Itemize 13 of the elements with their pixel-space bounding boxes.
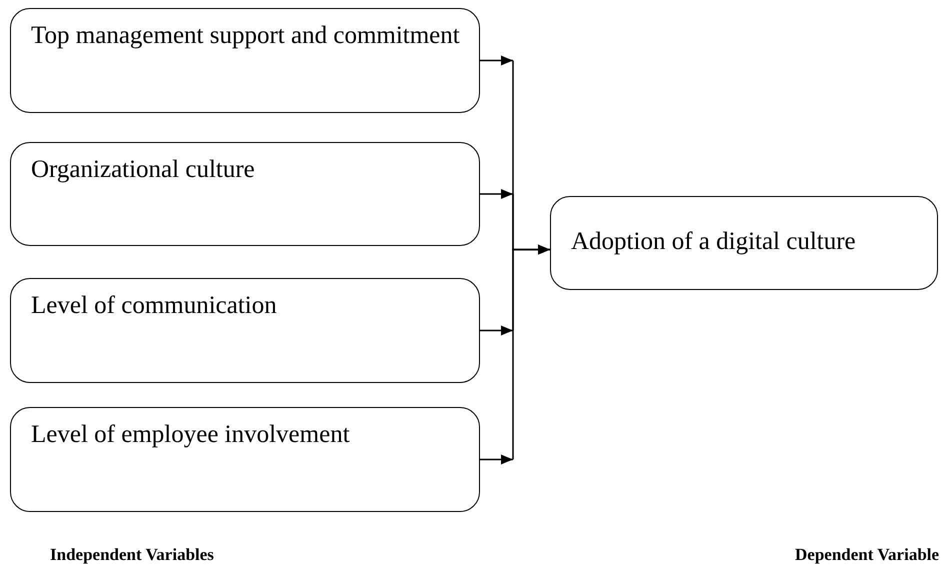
box-text: Organizational culture (31, 155, 256, 185)
box-text: Top management support and commitment (31, 21, 461, 51)
caption-label: Dependent Variable (795, 545, 940, 565)
rounded-box (10, 407, 480, 512)
rounded-box (10, 8, 480, 113)
box-text: Adoption of a digital culture (571, 227, 857, 257)
rounded-box (10, 278, 480, 383)
rounded-box (550, 196, 938, 290)
connector-arrow (479, 244, 551, 464)
rounded-box (10, 142, 480, 246)
caption-label: Independent Variables (50, 545, 214, 565)
box-text: Level of employee involvement (31, 420, 351, 450)
box-text: Level of communication (31, 291, 278, 321)
